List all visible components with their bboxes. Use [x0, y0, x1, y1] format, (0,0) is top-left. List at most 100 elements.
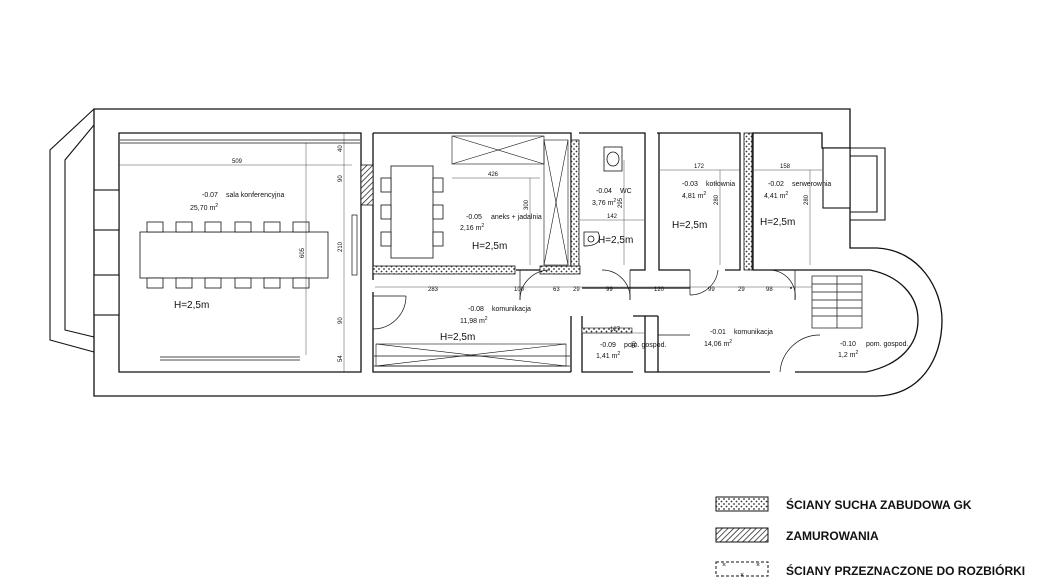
room-pom-gospod-2: -0.10 pom. gospod. 1,2 m2: [838, 341, 908, 359]
room-area: 4,81 m2: [682, 191, 706, 200]
room-name: WC: [620, 188, 632, 195]
dim-corr-7: 99: [708, 287, 715, 293]
room-level: -0.03: [682, 181, 698, 188]
dim-corr-2: 100: [514, 287, 525, 293]
dim-corr-8: 29: [738, 287, 745, 293]
cross-icon: ×: [756, 562, 760, 569]
legend-swatch-demolition: [715, 561, 769, 577]
gk-wall-serwer: [743, 132, 753, 271]
conference-table: [139, 221, 329, 289]
gk-wall-pom: [581, 327, 633, 334]
dim-corr-3: 63: [553, 287, 560, 293]
dim-wc-height: 295: [618, 197, 624, 208]
room-area: 1,41 m2: [596, 351, 620, 360]
room-height: H=2,5m: [174, 300, 209, 311]
room-sala: -0.07 sala konferencyjna 25,70 m2 H=2,5m: [174, 192, 284, 311]
room-name: kotłownia: [706, 181, 735, 188]
room-name: komunikacja: [492, 306, 531, 313]
room-name: pom. gospod.: [624, 342, 666, 349]
room-name: komunikacja: [734, 329, 773, 336]
room-kotlownia: -0.03 kotłownia 4,81 m2 H=2,5m: [672, 181, 735, 231]
room-name: pom. gospod.: [866, 341, 908, 348]
room-level: -0.02: [768, 181, 784, 188]
dim-sala-mid: 210: [338, 241, 344, 252]
legend: ŚCIANY SUCHA ZABUDOWA GK ZAMUROWANIA × ×…: [715, 496, 1025, 579]
room-pom-gospod-1: -0.09 pom. gospod. 1,41 m2: [596, 342, 666, 360]
dim-aneks-width: 426: [488, 172, 499, 178]
dim-corr-1: 283: [428, 287, 439, 293]
dim-aneks-height: 300: [524, 199, 530, 210]
dim-corr-6: 120: [654, 287, 665, 293]
gk-wall-wc: [570, 139, 580, 271]
room-level: -0.01: [710, 329, 726, 336]
dining-table: [380, 165, 444, 259]
room-area: 25,70 m2: [190, 203, 218, 212]
dim-corr-5: 99: [606, 287, 613, 293]
room-height: H=2,5m: [760, 217, 795, 228]
room-level: -0.05: [466, 214, 482, 221]
zamurowanie-wall: [360, 164, 374, 206]
room-height: H=2,5m: [598, 235, 633, 246]
dim-sala-top-a: 40: [338, 145, 344, 152]
legend-item-zamurowania: ZAMUROWANIA: [715, 527, 879, 543]
room-name: serwerownia: [792, 181, 831, 188]
room-height: H=2,5m: [672, 220, 707, 231]
room-name: aneks + jadalnia: [491, 214, 542, 221]
dim-sala-depth: 605: [300, 247, 306, 258]
room-level: -0.10: [840, 341, 856, 348]
room-area: 14,06 m2: [704, 339, 732, 348]
dim-wc-width: 142: [607, 214, 618, 220]
room-area: 4,41 m2: [764, 191, 788, 200]
room-komunikacja-1: -0.08 komunikacja 11,98 m2 H=2,5m: [440, 306, 531, 343]
outer-walls: [93, 108, 943, 397]
dim-sala-bottom: 54: [338, 355, 344, 362]
legend-swatch-dots: [715, 496, 769, 512]
room-serwerownia: -0.02 serwerownia 4,41 m2 H=2,5m: [760, 181, 831, 228]
room-level: -0.09: [600, 342, 616, 349]
cross-icon: ×: [722, 562, 726, 569]
doors: [372, 269, 821, 373]
balcony: [822, 147, 886, 221]
legend-item-gk: ŚCIANY SUCHA ZABUDOWA GK: [715, 496, 972, 512]
dim-kot-width: 172: [694, 164, 705, 170]
room-level: -0.04: [596, 188, 612, 195]
legend-label: ŚCIANY PRZEZNACZONE DO ROZBIÓRKI: [786, 563, 1025, 578]
room-height: H=2,5m: [472, 241, 507, 252]
legend-label: ZAMUROWANIA: [786, 529, 879, 543]
dim-kot-height: 280: [714, 194, 720, 205]
legend-label: ŚCIANY SUCHA ZABUDOWA GK: [786, 497, 972, 512]
room-wc: -0.04 WC 3,76 m2 H=2,5m: [592, 188, 633, 246]
gk-wall-aneks: [372, 265, 516, 275]
room-level: -0.07: [202, 192, 218, 199]
dim-corr-9: 98: [766, 287, 773, 293]
room-komunikacja-2: -0.01 komunikacja 14,06 m2: [704, 329, 773, 348]
dim-corr-4: 29: [573, 287, 580, 293]
room-height: H=2,5m: [440, 332, 475, 343]
dimension-lines: [119, 133, 822, 372]
dim-sala-top-b: 90: [338, 175, 344, 182]
dim-serw-width: 158: [780, 164, 791, 170]
dim-sala-width: 509: [232, 159, 243, 165]
bay-window: [49, 108, 120, 353]
legend-item-rozbiorka: × × × ŚCIANY PRZEZNACZONE DO ROZBIÓRKI: [715, 561, 1025, 579]
room-area: 11,98 m2: [460, 316, 488, 325]
wc-fixtures: [583, 146, 623, 247]
dim-sala-low: 90: [338, 317, 344, 324]
legend-swatch-hatch: [715, 527, 769, 543]
room-area: 3,76 m2: [592, 198, 616, 207]
dim-pom1-width: 127: [610, 327, 621, 333]
dimension-labels: 509 40 90 210 90 54 605 426 300 142 295 …: [232, 145, 810, 362]
dim-serw-height: 280: [804, 194, 810, 205]
room-area: 2,16 m2: [460, 223, 484, 232]
room-area: 1,2 m2: [838, 350, 859, 359]
room-name: sala konferencyjna: [226, 192, 284, 199]
stairs: [811, 275, 863, 329]
demolition-panels: [375, 135, 569, 367]
room-aneks: -0.05 aneks + jadalnia 2,16 m2 H=2,5m: [460, 214, 542, 252]
cross-icon: ×: [740, 572, 744, 579]
dim-pom1-height: 90: [632, 341, 638, 348]
room-level: -0.08: [468, 306, 484, 313]
gk-wall-wc-bottom: [539, 265, 581, 275]
sideboard: [351, 214, 358, 276]
